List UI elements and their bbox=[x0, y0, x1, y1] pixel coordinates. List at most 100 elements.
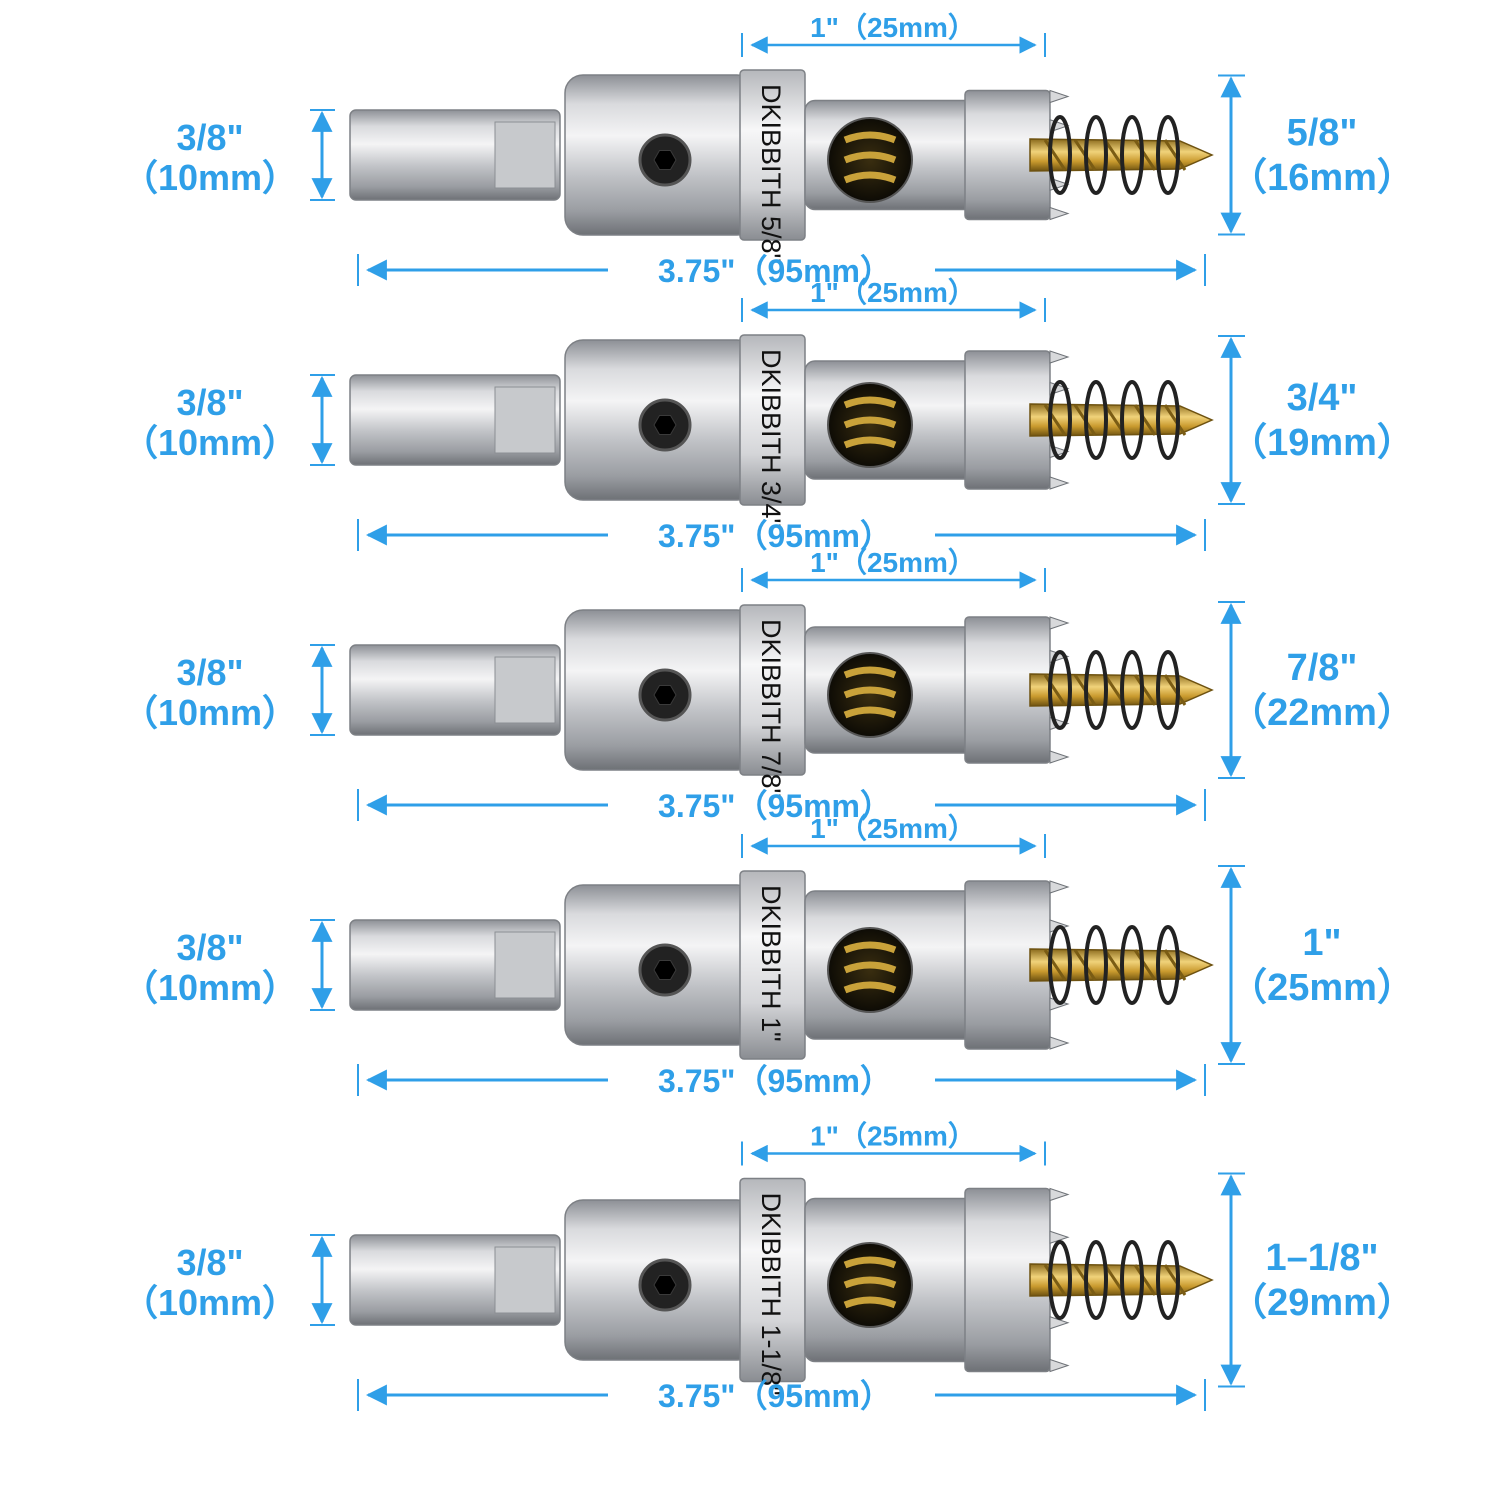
drill-flute bbox=[1163, 139, 1187, 171]
depth-dim-label: 1"（25mm） bbox=[810, 546, 976, 578]
shank-dim-fraction: 3/8" bbox=[176, 927, 243, 968]
length-dim-label: 3.75"（95mm） bbox=[658, 788, 892, 824]
drill-flute bbox=[1163, 404, 1187, 436]
length-dim-label: 3.75"（95mm） bbox=[658, 1378, 892, 1414]
cutter-row: DKIBBITH 5/8" 3/8"（10mm） 5/8"（16mm） 1"（25mm… bbox=[122, 11, 1415, 289]
carbide-tooth bbox=[1049, 1187, 1070, 1202]
cutter-dim-metric: （29mm） bbox=[1229, 1282, 1415, 1324]
coil-spring-icon bbox=[1048, 1240, 1072, 1320]
coil-spring-icon bbox=[1048, 650, 1072, 730]
cutter-dim-metric: （22mm） bbox=[1229, 692, 1415, 734]
drill-flute bbox=[1133, 949, 1157, 981]
coil-spring-icon bbox=[1120, 1240, 1144, 1320]
shank-dim-metric: （10mm） bbox=[122, 157, 298, 198]
size-label: DKIBBITH 7/8" bbox=[756, 619, 786, 798]
cutter-dim-fraction: 5/8" bbox=[1287, 112, 1358, 154]
coil-spring-icon bbox=[1048, 380, 1072, 460]
coil-spring-icon bbox=[1156, 115, 1180, 195]
coil-spring-icon bbox=[1156, 1240, 1180, 1320]
shank-dim-fraction: 3/8" bbox=[176, 652, 243, 693]
coil-spring-icon bbox=[1120, 925, 1144, 1005]
shank-flat bbox=[494, 1246, 556, 1314]
drill-flute bbox=[1133, 674, 1157, 706]
hex-socket-icon bbox=[653, 685, 677, 705]
coil-spring-icon bbox=[1084, 650, 1108, 730]
hex-socket-icon bbox=[653, 150, 677, 170]
drill-through-window bbox=[843, 1256, 897, 1309]
coil-spring-icon bbox=[1048, 925, 1072, 1005]
chip-window bbox=[827, 117, 913, 203]
chip-window bbox=[827, 652, 913, 738]
drill-through-window bbox=[843, 666, 897, 719]
cutter-dim-metric: （19mm） bbox=[1229, 422, 1415, 464]
hex-socket-icon bbox=[653, 1275, 677, 1295]
shank-dim-metric: （10mm） bbox=[122, 422, 298, 463]
coil-spring-icon bbox=[1084, 115, 1108, 195]
cutter-dim-fraction: 7/8" bbox=[1287, 647, 1358, 689]
shank-dim-fraction: 3/8" bbox=[176, 382, 243, 423]
cutter-dim-fraction: 3/4" bbox=[1287, 377, 1358, 419]
drill-through-window bbox=[843, 396, 897, 449]
coil-spring-icon bbox=[1120, 650, 1144, 730]
carbide-tooth bbox=[1049, 476, 1070, 490]
drill-flute bbox=[1133, 1264, 1157, 1296]
carbide-tooth bbox=[1049, 89, 1070, 104]
drill-flute bbox=[1133, 404, 1157, 436]
drill-flute bbox=[1163, 1264, 1187, 1296]
size-label: DKIBBITH 3/4" bbox=[756, 349, 786, 528]
carbide-tooth bbox=[1049, 350, 1070, 364]
shank-flat bbox=[494, 931, 556, 999]
carbide-tooth bbox=[1049, 880, 1070, 894]
shank-flat bbox=[494, 121, 556, 189]
coil-spring-icon bbox=[1084, 380, 1108, 460]
cutter-row: DKIBBITH 7/8" 3/8"（10mm） 7/8"（22mm） 1"（25mm… bbox=[122, 546, 1415, 824]
hex-socket-icon bbox=[653, 415, 677, 435]
coil-spring-icon bbox=[1048, 115, 1072, 195]
carbide-tooth bbox=[1049, 206, 1070, 221]
depth-dim-label: 1"（25mm） bbox=[810, 276, 976, 308]
length-dim-label: 3.75"（95mm） bbox=[658, 1063, 892, 1099]
cutter-row: DKIBBITH 1" 3/8"（10mm） 1"（25mm） 1"（25mm） 3.7… bbox=[122, 812, 1415, 1099]
cutter-row: DKIBBITH 1-1/8" 3/8"（10mm） 1–1/8"（29mm） 1"（… bbox=[122, 1120, 1415, 1415]
length-dim-label: 3.75"（95mm） bbox=[658, 518, 892, 554]
coil-spring-icon bbox=[1120, 380, 1144, 460]
depth-dim-label: 1"（25mm） bbox=[810, 11, 976, 43]
cutter-dim-fraction: 1–1/8" bbox=[1265, 1237, 1378, 1279]
coil-spring-icon bbox=[1156, 925, 1180, 1005]
shank-dim-metric: （10mm） bbox=[122, 967, 298, 1008]
drill-flute bbox=[1133, 139, 1157, 171]
depth-dim-label: 1"（25mm） bbox=[810, 1120, 976, 1152]
shank-flat bbox=[494, 656, 556, 724]
depth-dim-label: 1"（25mm） bbox=[810, 812, 976, 844]
chip-window bbox=[827, 927, 913, 1013]
size-label: DKIBBITH 1-1/8" bbox=[756, 1193, 786, 1396]
shank-dim-metric: （10mm） bbox=[122, 1282, 298, 1323]
cutter-row: DKIBBITH 3/4" 3/8"（10mm） 3/4"（19mm） 1"（25mm… bbox=[122, 276, 1415, 554]
drill-through-window bbox=[843, 941, 897, 994]
carbide-tooth bbox=[1049, 1358, 1070, 1373]
hex-socket-icon bbox=[653, 960, 677, 980]
shank-dim-metric: （10mm） bbox=[122, 692, 298, 733]
carbide-tooth bbox=[1049, 750, 1070, 764]
coil-spring-icon bbox=[1084, 925, 1108, 1005]
shank-flat bbox=[494, 386, 556, 454]
cutter-dim-metric: （25mm） bbox=[1229, 967, 1415, 1009]
size-label: DKIBBITH 5/8" bbox=[756, 84, 786, 263]
size-label: DKIBBITH 1" bbox=[756, 885, 786, 1042]
drill-flute bbox=[1163, 949, 1187, 981]
coil-spring-icon bbox=[1084, 1240, 1108, 1320]
shank-dim-fraction: 3/8" bbox=[176, 1242, 243, 1283]
cutter-dim-metric: （16mm） bbox=[1229, 157, 1415, 199]
cutter-dim-fraction: 1" bbox=[1302, 922, 1341, 964]
drill-flute bbox=[1163, 674, 1187, 706]
drill-through-window bbox=[843, 131, 897, 184]
carbide-tooth bbox=[1049, 616, 1070, 630]
coil-spring-icon bbox=[1156, 380, 1180, 460]
chip-window bbox=[827, 1242, 913, 1328]
shank-dim-fraction: 3/8" bbox=[176, 117, 243, 158]
coil-spring-icon bbox=[1156, 650, 1180, 730]
length-dim-label: 3.75"（95mm） bbox=[658, 253, 892, 289]
chip-window bbox=[827, 382, 913, 468]
coil-spring-icon bbox=[1120, 115, 1144, 195]
